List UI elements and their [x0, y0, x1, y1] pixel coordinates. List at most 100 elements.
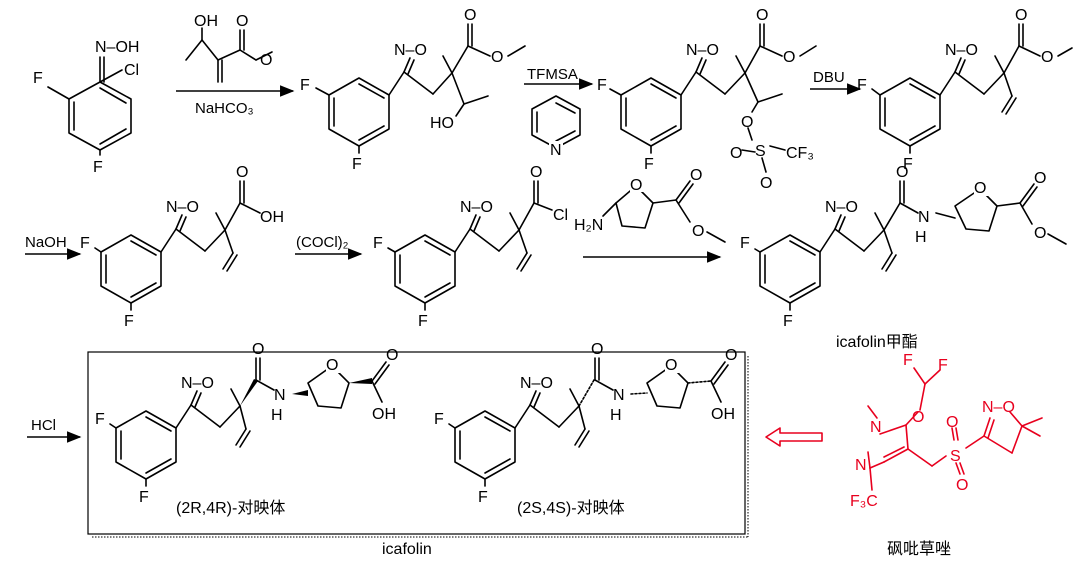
nitrogen-atom: N [855, 457, 867, 474]
condition-naoh: NaOH [25, 234, 67, 251]
nitrogen-atom: N [870, 419, 882, 436]
condition-nahco3: NaHCO₃ [195, 100, 254, 117]
nitrogen-atom: N [274, 387, 286, 404]
compound-pyroxasulfone: N N O F F S O O N–O F₃C [850, 352, 1043, 510]
fluorine-atom: F [478, 489, 488, 506]
oxygen-atom: O [1015, 7, 1027, 24]
oxygen-atom: O [386, 347, 398, 364]
fluorine-atom: F [938, 357, 948, 374]
hydroxyl-group: OH [711, 406, 735, 423]
oxygen-atom: O [236, 13, 248, 30]
label-pyroxasulfone: 砜吡草唑 [887, 540, 951, 558]
fluorine-atom: F [300, 77, 310, 94]
fluorine-atom: F [139, 489, 149, 506]
isoxazoline-no: N–O [945, 42, 978, 59]
fluorine-atom: F [783, 313, 793, 330]
oxygen-atom: O [491, 49, 503, 66]
oxygen-atom: O [530, 164, 542, 181]
fluorine-atom: F [903, 156, 913, 173]
chlorine-atom: Cl [124, 62, 139, 79]
fluorine-atom: F [644, 156, 654, 173]
oxygen-atom: O [956, 477, 968, 494]
isoxazoline-no: N–O [181, 375, 214, 392]
hydroxyl-group: OH [260, 209, 284, 226]
condition-oxalyl-chloride: (COCl)₂ [296, 234, 349, 251]
isoxazoline-no: N–O [394, 42, 427, 59]
oxygen-atom: O [730, 145, 742, 162]
compound-triflate: F F N–O O O O S O O CF₃ [597, 7, 817, 192]
hydrogen-atom: H [610, 407, 622, 424]
hydrogen-atom: H [915, 229, 927, 246]
trifluoromethyl-group: CF₃ [786, 145, 814, 162]
isoxazoline-no: N–O [520, 375, 553, 392]
reagent-amino-thf-ester: O H₂N O O [574, 167, 726, 243]
compound-acid-chloride: F F N–O O Cl [373, 164, 568, 330]
label-icafolin: icafolin [382, 541, 432, 558]
fluorine-atom: F [95, 411, 105, 428]
label-enantiomer-2s4s: (2S,4S)-对映体 [517, 499, 625, 517]
enantiomer-box [87, 351, 746, 535]
oxygen-atom: O [756, 7, 768, 24]
nitrogen-atom: N [918, 209, 930, 226]
fluorine-atom: F [857, 77, 867, 94]
fluorine-atom: F [124, 313, 134, 330]
oxygen-atom: O [725, 347, 737, 364]
oxygen-atom: O [760, 175, 772, 192]
fluorine-atom: F [434, 411, 444, 428]
isoxazoline-no: N–O [460, 199, 493, 216]
reagent-hydroxy-acrylate: OH O O [185, 13, 273, 83]
oxygen-atom: O [260, 52, 272, 69]
condition-tfmsa: TFMSA [527, 66, 578, 83]
oxygen-atom: O [741, 114, 753, 131]
sulfur-atom: S [950, 448, 961, 465]
isoxazoline-no: N–O [166, 199, 199, 216]
chlorine-atom: Cl [553, 207, 568, 224]
oxime-group: N–OH [95, 39, 139, 56]
reagent-pyridine: N [531, 95, 581, 159]
oxygen-atom: O [1034, 170, 1046, 187]
compound-vinyl-acid: F F N–O O OH [80, 164, 284, 330]
label-icafolin-methyl-ester: icafolin甲酯 [836, 333, 918, 351]
oxygen-atom: O [630, 177, 642, 194]
hydroxyl-group: HO [430, 115, 454, 132]
fluorine-atom: F [33, 70, 43, 87]
condition-dbu: DBU [813, 69, 845, 86]
nitrogen-atom: N [613, 387, 625, 404]
oxygen-atom: O [690, 167, 702, 184]
condition-hcl: HCl [31, 417, 56, 434]
oxygen-atom: O [326, 357, 338, 374]
oxygen-atom: O [912, 409, 924, 426]
hydrogen-atom: H [271, 407, 283, 424]
fluorine-atom: F [597, 77, 607, 94]
amine-group: H₂N [574, 217, 603, 234]
isoxazoline-no: N–O [686, 42, 719, 59]
hydroxyl-group: OH [194, 13, 218, 30]
oxygen-atom: O [252, 341, 264, 358]
oxygen-atom: O [236, 164, 248, 181]
oxygen-atom: O [974, 180, 986, 197]
fluorine-atom: F [373, 235, 383, 252]
oxygen-atom: O [464, 7, 476, 24]
oxygen-atom: O [946, 414, 958, 431]
fluorine-atom: F [418, 313, 428, 330]
open-left-arrow-icon [765, 427, 823, 447]
oxygen-atom: O [591, 341, 603, 358]
fluorine-atom: F [740, 235, 750, 252]
compound-icafolin-2r4r: F F N–O O N H O O OH [95, 341, 398, 506]
fluorine-atom: F [93, 159, 103, 176]
oxygen-atom: O [783, 49, 795, 66]
isoxazoline-no: N–O [825, 199, 858, 216]
nitrogen-atom: N [550, 142, 562, 159]
oxygen-atom: O [1034, 225, 1046, 242]
trifluoromethyl-group: F₃C [850, 493, 878, 510]
fluorine-atom: F [903, 352, 913, 369]
oxygen-atom: O [692, 223, 704, 240]
sulfur-atom: S [755, 143, 766, 160]
fluorine-atom: F [80, 235, 90, 252]
fluorine-atom: F [352, 156, 362, 173]
isoxazoline-no: N–O [982, 399, 1015, 416]
hydroxyl-group: OH [372, 406, 396, 423]
label-enantiomer-2r4r: (2R,4R)-对映体 [176, 499, 285, 517]
oxygen-atom: O [1041, 49, 1053, 66]
